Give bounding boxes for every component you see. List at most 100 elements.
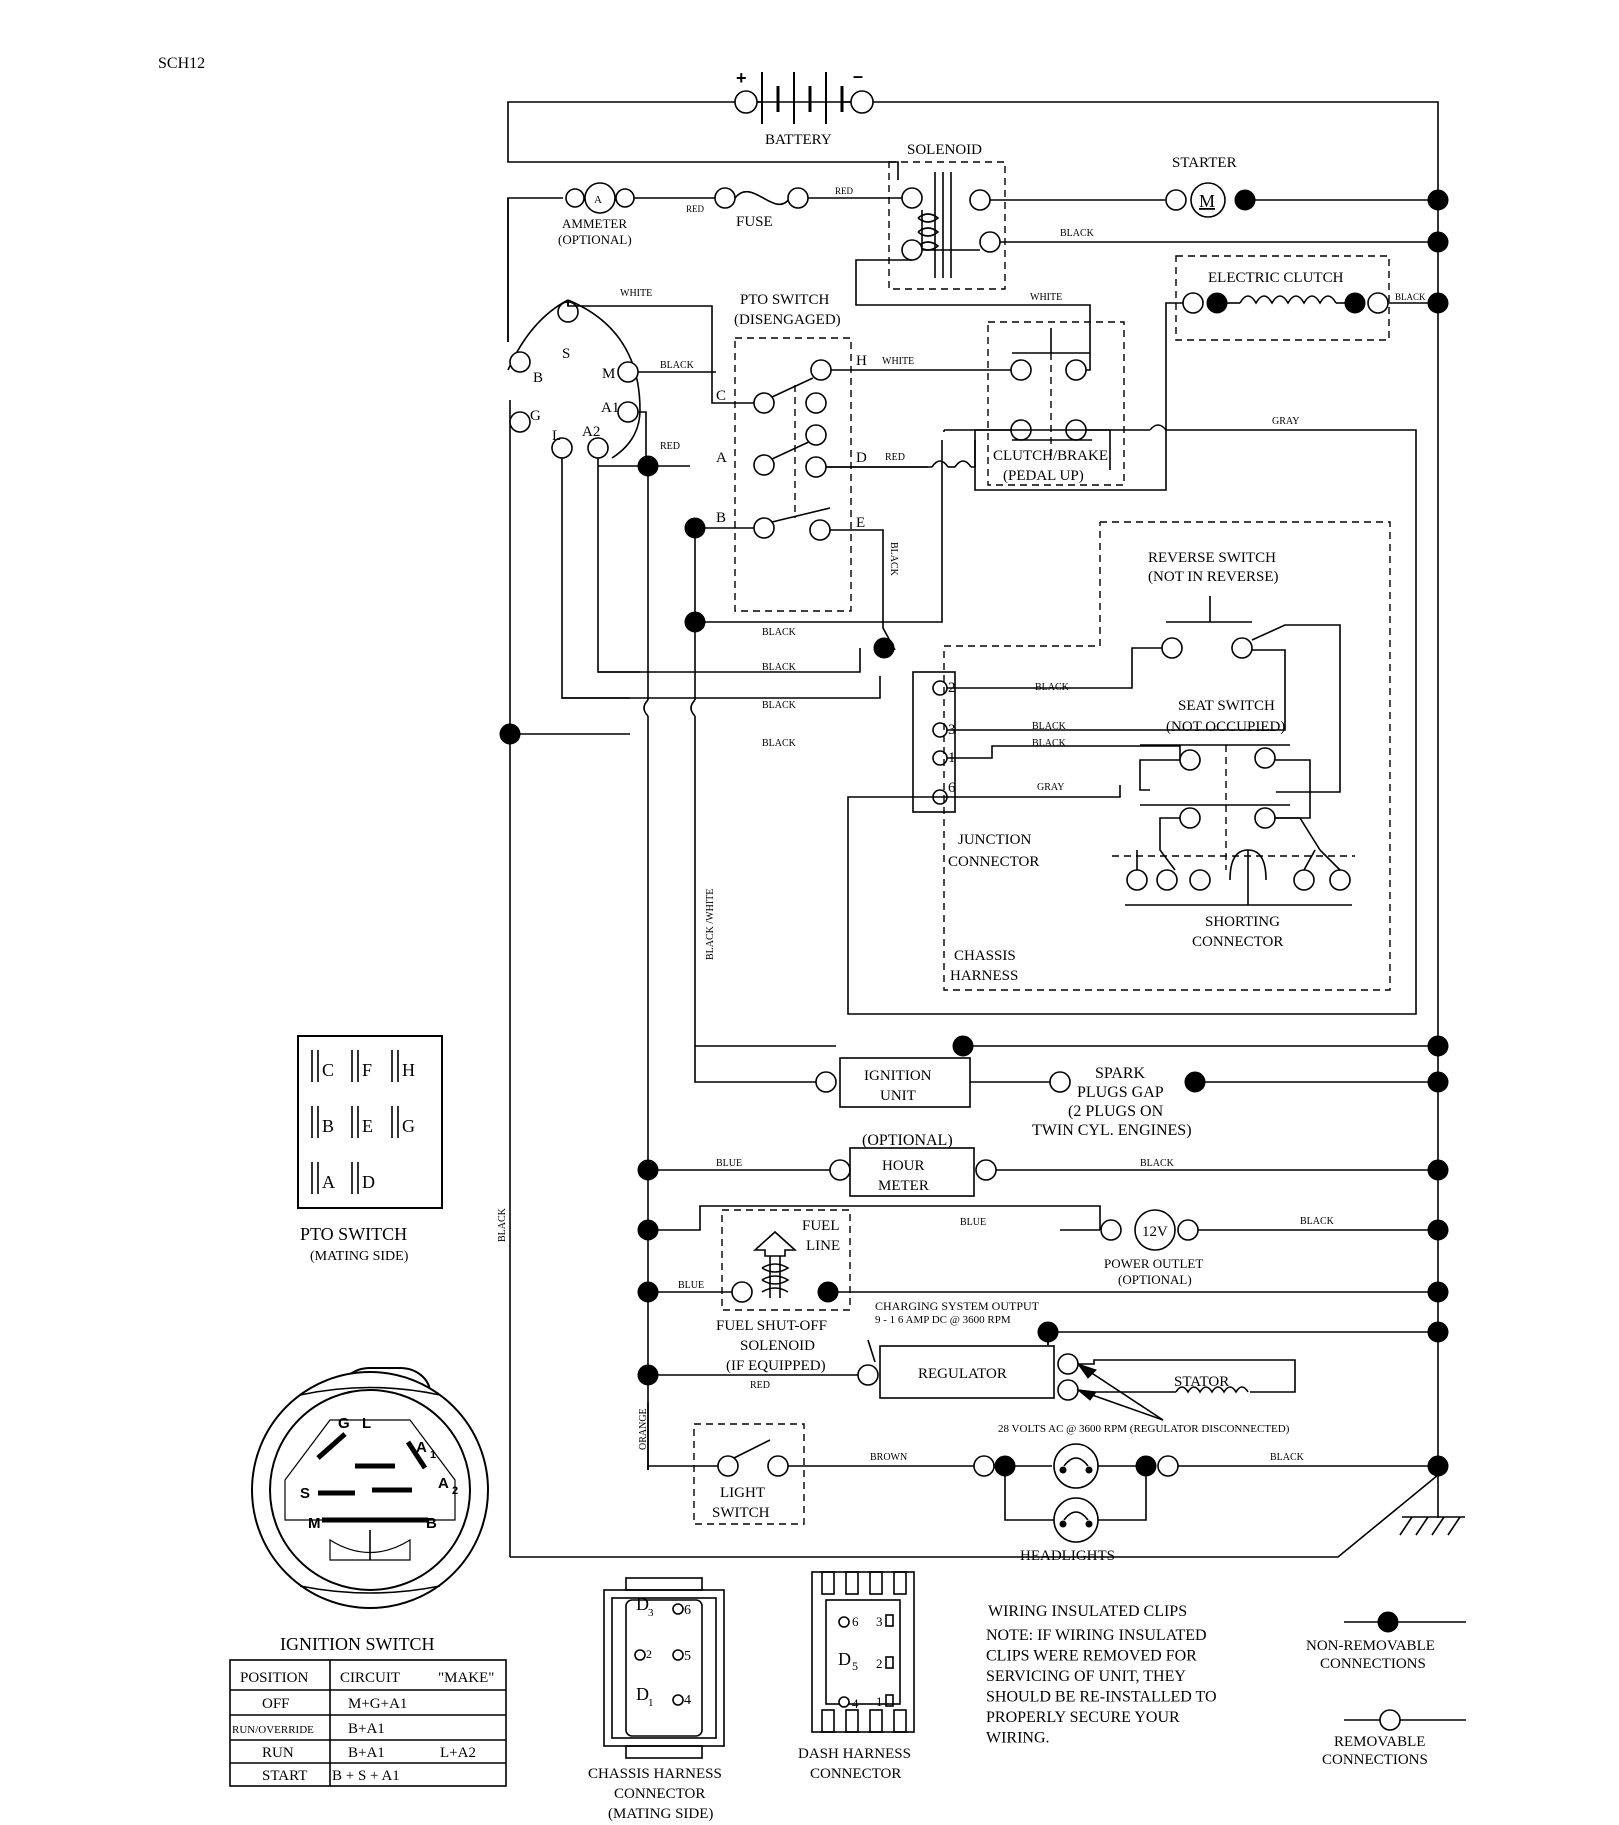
solenoid-label: SOLENOID [907,142,982,158]
wire-black-11: BLACK [1032,738,1067,749]
clips-note-line: PROPERLY SECURE YOUR [986,1709,1180,1726]
wire-white-3: WHITE [1030,292,1062,303]
ignition-unit-label-1: IGNITION [864,1068,932,1084]
wire-black-1: BLACK [1060,228,1095,239]
wire-black-15: BLACK [497,1207,508,1242]
wire-gray-2: GRAY [1272,416,1299,427]
clips-note-line: WIRING. [986,1730,1050,1747]
pto-term-A: A [716,450,727,466]
power-outlet-label-2: (OPTIONAL) [1118,1272,1192,1287]
ign-face-A2: A [438,1475,449,1492]
seat-switch: SEAT SWITCH (NOT OCCUPIED) [1139,698,1321,871]
dash-connector-pin: 1 [876,1694,883,1709]
wire-black-14: BLACK [1270,1452,1305,1463]
pto-term-E: E [856,515,865,531]
pto-term-D: D [856,450,867,466]
junction-label-1: JUNCTION [958,832,1031,848]
ign-table-make: L+A2 [440,1745,476,1761]
wire-black-7: BLACK [762,700,797,711]
harness-wires [567,302,754,404]
clips-note-line: NOTE: IF WIRING INSULATED [986,1627,1207,1644]
wire-black-3: BLACK [660,360,695,371]
reverse-switch-label-1: REVERSE SWITCH [1148,550,1276,566]
harness-runs: WHITE BLACK WHITE WHITE RED [620,259,1111,470]
charging-label-1: CHARGING SYSTEM OUTPUT [875,1299,1040,1313]
pto-term-H: H [856,353,867,369]
electric-clutch: ELECTRIC CLUTCH BLACK [974,255,1438,491]
shorting-label-2: CONNECTOR [1192,934,1283,950]
pto-mating-pin: E [362,1116,373,1136]
wire-black-2: BLACK [1395,292,1426,302]
ign-table-position: OFF [262,1696,290,1712]
doc-code: SCH12 [158,55,205,72]
seat-switch-label-2: (NOT OCCUPIED) [1166,719,1285,735]
hour-meter-label-1: HOUR [882,1158,925,1174]
light-switch: ORANGE BROWN LIGHT SWITCH [638,1402,974,1525]
pto-switch-label-2: (DISENGAGED) [734,312,841,328]
dash-connector-pin: D [838,1649,851,1669]
chassis-harness-label-1: CHASSIS [954,948,1016,964]
dash-connector-pin: 4 [852,1696,859,1711]
ign-face-B: B [426,1515,437,1532]
chassis-connector-pin: 5 [684,1649,691,1664]
ign-term-G: G [530,408,541,424]
pto-mating-pin: B [322,1116,334,1136]
ac-note: 28 VOLTS AC @ 3600 RPM (REGULATOR DISCON… [998,1423,1290,1435]
junction-connector: 2 3 1 6 JUNCTION CONNECTOR BLACK BLACK B… [510,647,1286,870]
shorting-connector: SHORTING CONNECTOR [1112,849,1355,950]
wire-black-6: BLACK [762,662,797,673]
ignition-unit: IGNITION UNIT SPARK PLUGS GAP (2 PLUGS O… [694,1035,1449,1139]
chassis-connector-caption-3: (MATING SIDE) [608,1806,713,1822]
pto-mating-subtitle: (MATING SIDE) [310,1249,409,1264]
seat-switch-label-1: SEAT SWITCH [1178,698,1275,714]
ign-table-circuit: B+A1 [348,1745,385,1761]
legend-removable-2: CONNECTIONS [1322,1752,1428,1768]
dash-connector-caption-1: DASH HARNESS [798,1746,911,1762]
fuel-solenoid-label-1: FUEL SHUT-OFF [716,1318,827,1334]
spark-label-2: PLUGS GAP [1077,1084,1164,1101]
ign-face-2: 2 [452,1485,458,1497]
wire-orange: ORANGE [638,1408,649,1450]
clutch-brake-switch: CLUTCH/BRAKE (PEDAL UP) [987,321,1125,486]
legend: NON-REMOVABLE CONNECTIONS REMOVABLE CONN… [1306,1611,1466,1768]
ign-table-circuit: B+A1 [348,1721,385,1737]
legend-removable-1: REMOVABLE [1334,1734,1425,1750]
junction-label-2: CONNECTOR [948,854,1039,870]
spark-label-1: SPARK [1095,1065,1146,1082]
chassis-connector-caption-1: CHASSIS HARNESS [588,1766,722,1782]
wire-red-1: RED [686,204,705,214]
chassis-connector-pin: D [636,1594,649,1614]
headlights-label: HEADLIGHTS [1020,1548,1115,1564]
wire-red-4: RED [660,441,680,452]
starter-label: STARTER [1172,155,1237,171]
reverse-switch-label-2: (NOT IN REVERSE) [1148,569,1279,585]
ign-table-circuit: B + S + A1 [332,1768,400,1784]
power-outlet-label-1: POWER OUTLET [1104,1256,1203,1271]
wire-white-1: WHITE [620,288,652,299]
ignition-unit-label-2: UNIT [880,1088,916,1104]
fuel-solenoid-label-2: SOLENOID [740,1338,815,1354]
headlights: BLACK HEADLIGHTS [973,1443,1449,1564]
wire-black-12: BLACK [1140,1158,1175,1169]
dash-connector-pin: 2 [876,1656,883,1671]
chassis-connector-pin: 1 [648,1697,654,1709]
clips-note-line: SHOULD BE RE-INSTALLED TO [986,1689,1217,1706]
power-outlet-symbol: 12V [1142,1224,1168,1240]
pto-switch: PTO SWITCH (DISENGAGED) C H A D B E [716,292,867,612]
chassis-harness: CHASSIS HARNESS GRAY [847,416,1417,1015]
hour-meter: (OPTIONAL) BLUE HOUR METER BLACK [637,1132,1449,1197]
pto-term-B: B [716,510,726,526]
battery-minus: – [853,66,863,86]
dash-connector-pin: 3 [876,1614,883,1629]
fuel-solenoid: FUEL LINE BLUE FUEL SHUT-OFF SOLENOID (I… [637,1209,1449,1374]
pto-mating-pin: F [362,1060,372,1080]
pto-mating-pin: A [322,1172,335,1192]
ignition-switch-title: IGNITION SWITCH [280,1634,434,1654]
ign-term-A2: A2 [582,424,600,440]
wire-blue-1: BLUE [716,1158,742,1169]
wire-white-2: WHITE [882,356,914,367]
wire-black-4: BLACK [888,542,899,577]
